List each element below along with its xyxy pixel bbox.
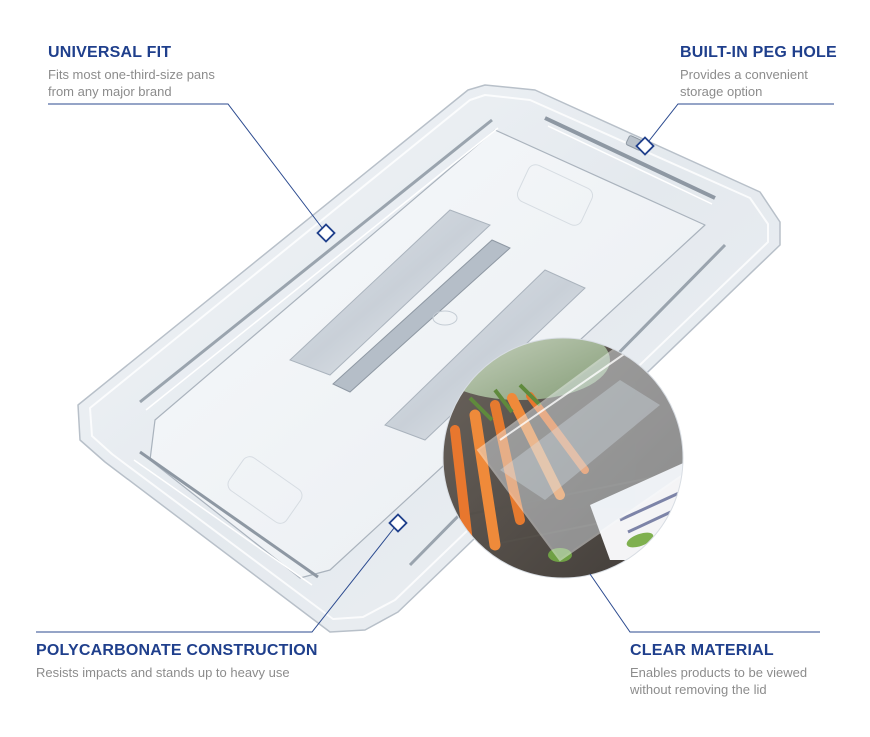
callout-markers	[316, 136, 655, 533]
leader-clear-material	[589, 573, 820, 633]
callout-polycarbonate-construction: POLYCARBONATE CONSTRUCTION Resists impac…	[36, 641, 318, 681]
callout-description: Provides a convenient storage option	[680, 66, 837, 100]
callout-description: Enables products to be viewed without re…	[630, 664, 807, 698]
leader-peg-hole	[644, 103, 834, 147]
callout-title: CLEAR MATERIAL	[630, 642, 774, 659]
callout-title: BUILT-IN PEG HOLE	[680, 44, 837, 61]
clear-material-inset-photo	[443, 338, 683, 578]
marker-universal-fit	[316, 223, 336, 243]
callout-description-line: Enables products to be viewed	[630, 665, 808, 680]
callout-clear-material: CLEAR MATERIAL Enables products to be vi…	[630, 641, 807, 698]
leader-lines	[36, 103, 834, 633]
callout-built-in-peg-hole: BUILT-IN PEG HOLE Provides a convenient …	[680, 43, 837, 100]
callout-description-line: Resists impacts and stands up to heavy u…	[36, 665, 290, 680]
marker-polycarbonate	[388, 513, 408, 533]
callout-description-line: without removing the lid	[630, 682, 767, 697]
callout-title: POLYCARBONATE CONSTRUCTION	[36, 642, 318, 659]
callout-title: UNIVERSAL FIT	[48, 44, 172, 61]
callout-description: Resists impacts and stands up to heavy u…	[36, 664, 318, 681]
pan-lid	[77, 84, 781, 633]
leader-universal-fit	[48, 103, 327, 234]
callout-description-line: from any major brand	[48, 84, 172, 99]
callout-description: Fits most one-third-size pans from any m…	[48, 66, 215, 100]
callout-universal-fit: UNIVERSAL FIT Fits most one-third-size p…	[48, 43, 215, 100]
callout-description-line: storage option	[680, 84, 763, 99]
callout-description-line: Provides a convenient	[680, 67, 808, 82]
marker-peg-hole	[635, 136, 655, 156]
callout-description-line: Fits most one-third-size pans	[48, 67, 215, 82]
leader-polycarbonate	[36, 522, 399, 633]
